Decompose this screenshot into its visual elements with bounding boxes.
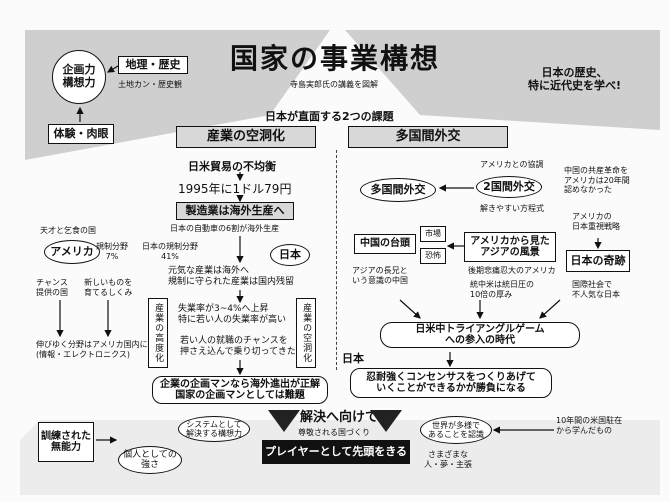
youth-chance: 若い人の就職のチャンスを 押さえ込んで乗り切ってきた: [180, 336, 296, 357]
ten-years-us: 10年間の米国駐在 から学んだもの: [556, 416, 623, 435]
issues-label: 日本が直面する2つの課題: [265, 110, 394, 123]
page-subtitle: 寺島実郎氏の講義を図解: [290, 80, 378, 89]
trade-imbalance: 日米貿易の不均衡: [188, 160, 276, 173]
easy-equation: 解きやすい方程式: [480, 204, 544, 213]
asia-elder: アジアの長兄と いう意識の中国: [352, 266, 408, 285]
bilateral-oval: 2国間外交: [476, 176, 542, 198]
right-header: 多国間外交: [348, 126, 508, 148]
various-people: さまざまな 人・夢・主張: [424, 450, 472, 469]
multilateral-oval: 多国間外交: [360, 178, 436, 202]
japan-label: 日本: [342, 352, 364, 365]
us-alliance: アメリカとの協調: [480, 160, 544, 169]
consensus-box: 忍耐強くコンセンサスをつくりあげて いくことができるかが勝負になる: [350, 368, 552, 398]
ten-times: 統中米は統日圧の 10倍の厚み: [470, 280, 534, 299]
obsessed-america: 後期悲痛忍大のアメリカ: [468, 266, 556, 275]
triangle-game: 日米中トライアングルゲーム への参入の時代: [380, 322, 580, 348]
china-rise: 中国の台頭: [354, 234, 416, 254]
industry-hollowing-vertical: 産業の空洞化: [296, 298, 316, 368]
industry-upgrade-vertical: 産業の高度化: [148, 298, 168, 368]
genki-industries: 元気な産業は海外へ 規制に守られた産業は国内残留: [168, 266, 295, 287]
america-caption: 天才と乞食の国: [40, 226, 96, 235]
us-regulated-rate: 規制分野 7%: [96, 242, 128, 261]
japan-oval: 日本: [270, 244, 310, 266]
individual-strength-oval: 個人としての 強さ: [118, 446, 182, 474]
geography-history-sub: 土地カン・歴史観: [118, 80, 182, 89]
asia-view-box: アメリカから見た アジアの風景: [464, 232, 556, 262]
japan-miracle: 日本の奇跡: [566, 250, 630, 272]
jp-regulated-rate: 日本の規制分野 41%: [142, 242, 198, 261]
planning-ability-circle: 企画力 構想力: [52, 50, 106, 104]
column-divider: [336, 150, 337, 370]
new-things: 新しいものを 育てるしくみ: [84, 278, 133, 297]
yen-rate: 1995年に1ドル79円: [178, 182, 292, 196]
geography-history-box: 地理・歴史: [118, 56, 188, 74]
overseas-production: 製造業は海外生産へ: [176, 202, 294, 220]
page-title: 国家の事業構想: [230, 42, 441, 75]
china-revolution: 中国の共産革命を アメリカは20年間 認めなかった: [564, 166, 630, 195]
fear-box: 恐怖: [420, 248, 446, 264]
top-right-note: 日本の歴史、 特に近代史を学べ!: [528, 66, 622, 93]
trained-incapacity: 訓練された 無能力: [38, 422, 94, 462]
market-box: 市場: [420, 226, 446, 242]
chance-country: チャンス 提供の国: [36, 278, 68, 297]
growth-fields: 伸びゆく分野はアメリカ国内に (情報・エレクトロニクス): [36, 340, 148, 359]
left-conclusion: 企業の企画マンなら海外進出が正解 国家の企画マンとしては難題: [152, 376, 328, 404]
solution-label: 解決へ向けて: [300, 410, 379, 425]
auto-overseas: 日本の自動車の6割が海外生産: [170, 224, 280, 233]
world-diversity-oval: 世界が多様で あることを認識: [420, 416, 492, 444]
america-oval: アメリカ: [44, 240, 100, 264]
unemployment-rise: 失業率が3~4%へ上昇 特に若い人の失業率が高い: [178, 304, 287, 325]
player-lead-box: プレイヤーとして先頭をきる: [262, 440, 410, 464]
respected-nation: 尊敬される国づくり: [298, 428, 370, 437]
left-header: 産業の空洞化: [176, 126, 316, 148]
intl-unpopular: 国際社会で 不人気な日本: [572, 280, 620, 299]
experience-box: 体験・肉眼: [48, 124, 114, 144]
us-japan-strategy: アメリカの 日本重視戦略: [572, 212, 620, 231]
system-solution-oval: システムとして 解決する構想力: [178, 416, 250, 442]
